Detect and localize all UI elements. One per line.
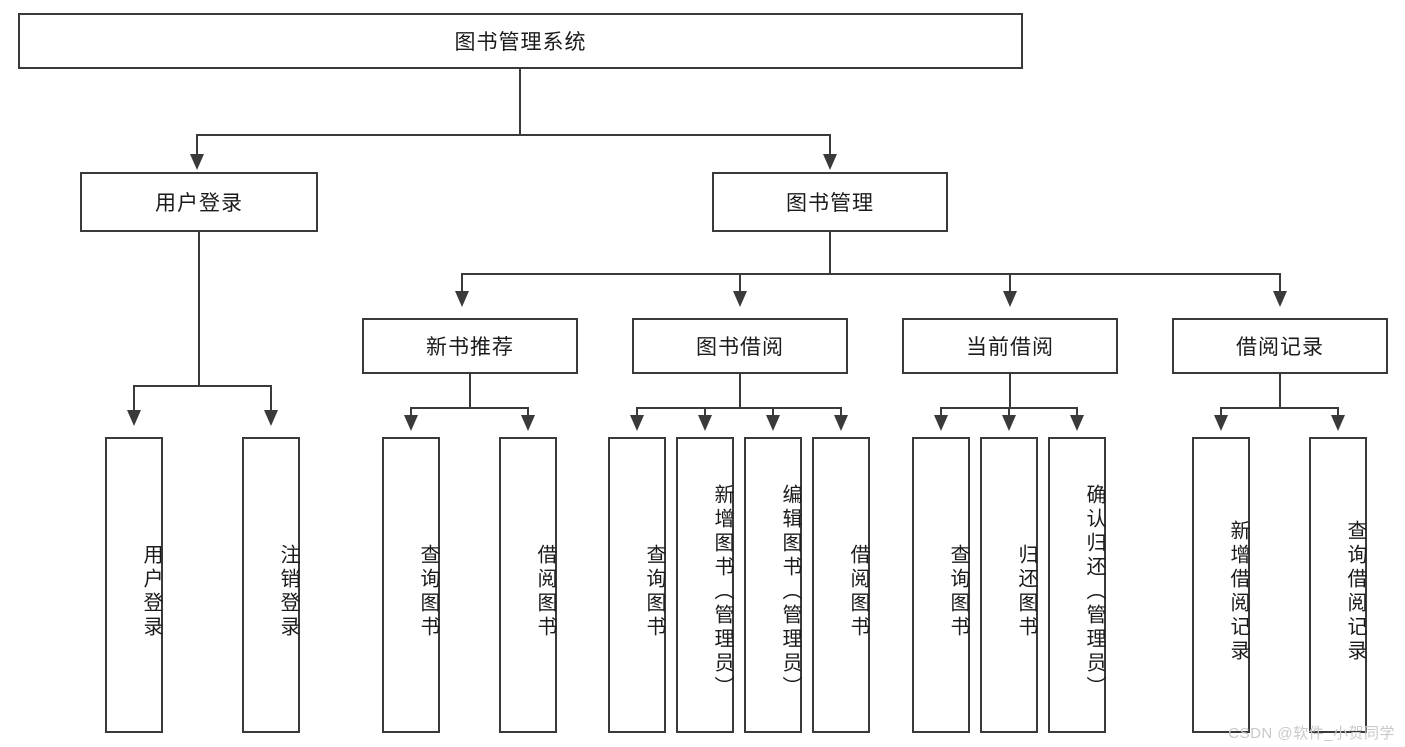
leaf-current-borrow-confirm-admin[interactable]: 确认归还（管理员） [1048,437,1106,733]
leaf-user-login-login[interactable]: 用户登录 [105,437,163,733]
edge-borrow-record-drop-1 [1220,407,1222,417]
node-user-login[interactable]: 用户登录 [80,172,318,232]
arrowhead-current-borrow-leaf-1 [934,415,948,431]
arrowhead-book-manage [823,154,837,170]
node-root-system[interactable]: 图书管理系统 [18,13,1023,69]
arrowhead-borrow-record-leaf-1 [1214,415,1228,431]
leaf-current-borrow-query[interactable]: 查询图书 [912,437,970,733]
arrowhead-book-borrow-leaf-4 [834,415,848,431]
edge-new-book-bus [411,407,528,409]
arrowhead-new-book-leaf-2 [521,415,535,431]
edge-new-book-stem [469,374,471,408]
arrowhead-new-book-leaf-1 [404,415,418,431]
arrowhead-new-book-recommend [455,291,469,307]
arrowhead-borrow-record-leaf-2 [1331,415,1345,431]
edge-book-manage-drop-2 [739,273,741,293]
edge-user-login-bus [134,385,271,387]
leaf-book-borrow-add-admin[interactable]: 新增图书（管理员） [676,437,734,733]
edge-user-login-drop-1 [133,385,135,412]
edge-book-manage-drop-1 [461,273,463,293]
node-current-borrow[interactable]: 当前借阅 [902,318,1118,374]
node-book-manage[interactable]: 图书管理 [712,172,948,232]
edge-root-to-book-manage [829,134,831,156]
edge-user-login-stem [198,232,200,386]
edge-root-stem [519,69,521,135]
edge-book-borrow-drop-1 [636,407,638,417]
edge-borrow-record-drop-2 [1337,407,1339,417]
edge-root-bus [197,134,831,136]
node-borrow-record[interactable]: 借阅记录 [1172,318,1388,374]
edge-book-borrow-stem [739,374,741,408]
arrowhead-current-borrow-leaf-3 [1070,415,1084,431]
leaf-borrow-record-query[interactable]: 查询借阅记录 [1309,437,1367,733]
arrowhead-book-borrow [733,291,747,307]
arrowhead-borrow-record [1273,291,1287,307]
leaf-current-borrow-return[interactable]: 归还图书 [980,437,1038,733]
edge-new-book-drop-2 [527,407,529,417]
leaf-book-borrow-query[interactable]: 查询图书 [608,437,666,733]
edge-new-book-drop-1 [410,407,412,417]
edge-book-manage-drop-3 [1009,273,1011,293]
arrowhead-book-borrow-leaf-3 [766,415,780,431]
edge-book-borrow-bus [637,407,842,409]
leaf-borrow-record-add[interactable]: 新增借阅记录 [1192,437,1250,733]
edge-book-manage-drop-4 [1279,273,1281,293]
edge-book-borrow-drop-3 [772,407,774,417]
arrowhead-book-borrow-leaf-2 [698,415,712,431]
arrowhead-user-login-leaf-2 [264,410,278,426]
edge-book-manage-stem [829,232,831,274]
edge-current-borrow-stem [1009,374,1011,408]
leaf-user-login-logout[interactable]: 注销登录 [242,437,300,733]
node-new-book-recommend[interactable]: 新书推荐 [362,318,578,374]
leaf-book-borrow-edit-admin[interactable]: 编辑图书（管理员） [744,437,802,733]
node-book-borrow[interactable]: 图书借阅 [632,318,848,374]
arrowhead-user-login [190,154,204,170]
edge-current-borrow-drop-1 [940,407,942,417]
edge-book-borrow-drop-2 [704,407,706,417]
edge-current-borrow-drop-2 [1008,407,1010,417]
edge-root-to-user-login [196,134,198,156]
leaf-new-book-query[interactable]: 查询图书 [382,437,440,733]
edge-book-manage-bus [462,273,1281,275]
edge-user-login-drop-2 [270,385,272,412]
csdn-watermark: CSDN @软件_小贺同学 [1228,725,1395,742]
edge-book-borrow-drop-4 [840,407,842,417]
arrowhead-user-login-leaf-1 [127,410,141,426]
arrowhead-book-borrow-leaf-1 [630,415,644,431]
arrowhead-current-borrow [1003,291,1017,307]
arrowhead-current-borrow-leaf-2 [1002,415,1016,431]
leaf-book-borrow-borrow[interactable]: 借阅图书 [812,437,870,733]
edge-borrow-record-stem [1279,374,1281,408]
edge-borrow-record-bus [1221,407,1338,409]
edge-current-borrow-drop-3 [1076,407,1078,417]
leaf-new-book-borrow[interactable]: 借阅图书 [499,437,557,733]
